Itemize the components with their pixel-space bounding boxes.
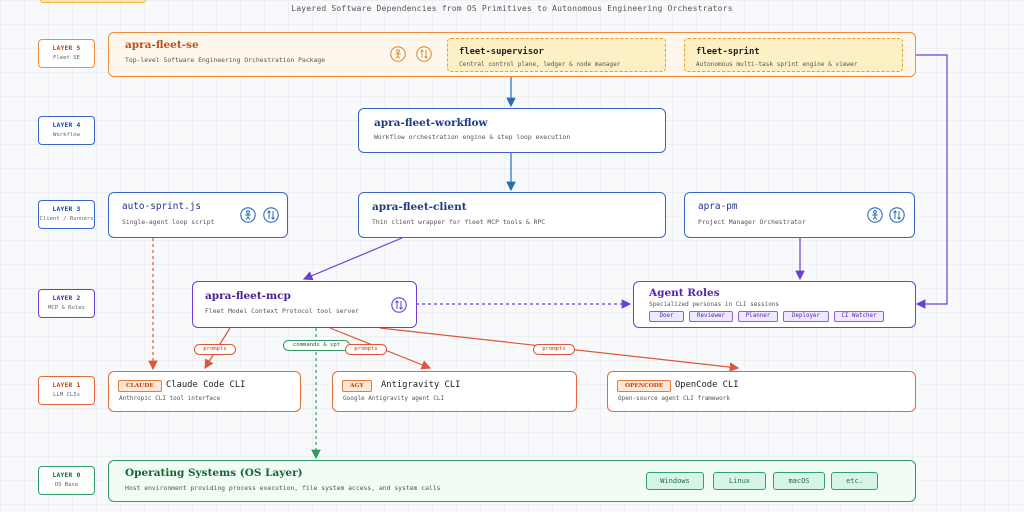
edge-sprint-roles	[866, 54, 948, 309]
swap-icon	[263, 207, 279, 223]
layer-badge-4: LAYER 4 Workflow	[38, 116, 95, 145]
node-title: apra-fleet-workflow	[374, 117, 488, 129]
subnode-fleet-supervisor[interactable]: fleet-supervisor Central control plane, …	[447, 38, 666, 72]
layer-badge-5: LAYER 5 Fleet SE	[38, 39, 95, 68]
node-antigravity-cli[interactable]: AGY Antigravity CLI Google Antigravity a…	[332, 371, 577, 412]
node-desc: Workflow orchestration engine & step loo…	[374, 133, 571, 141]
edge-label-prompts: prompts	[533, 344, 575, 355]
layer-sublabel: Client / Runners	[39, 216, 94, 222]
role-chip-planner[interactable]: Planner	[738, 311, 778, 322]
os-chip-windows[interactable]: Windows	[646, 472, 704, 490]
layer-sublabel: MCP & Roles	[47, 305, 86, 311]
subnode-title: fleet-supervisor	[459, 47, 544, 57]
cli-tag: OPENCODE	[617, 380, 672, 392]
role-chip-ci-watcher[interactable]: CI Watcher	[834, 311, 884, 322]
layer-label: LAYER 4	[52, 122, 81, 129]
subnode-title: fleet-sprint	[696, 47, 760, 57]
os-chip-linux[interactable]: Linux	[713, 472, 766, 490]
node-apra-fleet-workflow[interactable]: apra-fleet-workflow Workflow orchestrati…	[358, 108, 666, 153]
node-title: apra-fleet-client	[372, 201, 467, 213]
node-title: Operating Systems (OS Layer)	[125, 467, 303, 479]
node-title: Antigravity CLI	[381, 380, 461, 390]
layer-badge-3: LAYER 3 Client / Runners	[38, 200, 95, 229]
edge-label-commands: commands & spt	[283, 340, 350, 351]
node-apra-pm[interactable]: apra-pm Project Manager Orchestrator	[684, 192, 915, 238]
role-chip-doer[interactable]: Doer	[649, 311, 684, 322]
node-apra-fleet-se[interactable]: apra-fleet-se Top-level Software Enginee…	[108, 32, 916, 77]
person-icon	[240, 207, 256, 223]
node-title: apra-fleet-se	[125, 39, 199, 51]
os-chip-etc[interactable]: etc.	[831, 472, 878, 490]
layer-label: LAYER 0	[52, 472, 81, 479]
layer-sublabel: LLM CLIs	[53, 392, 80, 398]
swap-icon	[391, 297, 407, 313]
swap-icon	[889, 207, 905, 223]
diagram-title: Layered Software Dependencies from OS Pr…	[291, 4, 733, 13]
node-auto-sprint[interactable]: auto-sprint.js Single-agent loop script	[108, 192, 288, 238]
edge-client-mcp	[302, 237, 403, 281]
role-chip-deployer[interactable]: Deployer	[783, 311, 829, 322]
cli-tag: CLAUDE	[118, 380, 162, 392]
layer-label: LAYER 3	[52, 206, 81, 213]
layer-sublabel: Fleet SE	[53, 55, 80, 61]
person-icon	[867, 207, 883, 223]
layer-label: LAYER 5	[52, 45, 81, 52]
node-apra-fleet-client[interactable]: apra-fleet-client Thin client wrapper fo…	[358, 192, 666, 238]
role-chip-reviewer[interactable]: Reviewer	[689, 311, 733, 322]
subnode-desc: Autonomous multi-task sprint engine & vi…	[696, 61, 858, 68]
node-desc: Host environment providing process execu…	[125, 484, 441, 492]
layer-sublabel: Workflow	[53, 132, 80, 138]
node-title: OpenCode CLI	[675, 380, 739, 390]
node-title: Claude Code CLI	[166, 380, 246, 390]
layer-badge-1: LAYER 1 LLM CLIs	[38, 376, 95, 405]
top-tab-decoration	[40, 0, 146, 3]
node-desc: Thin client wrapper for fleet MCP tools …	[372, 218, 546, 226]
node-title: Agent Roles	[649, 287, 720, 299]
node-desc: Specialized personas in CLI sessions	[649, 301, 780, 308]
node-desc: Project Manager Orchestrator	[698, 218, 806, 226]
node-desc: Top-level Software Engineering Orchestra…	[125, 56, 326, 64]
node-desc: Fleet Model Context Protocol tool server	[205, 307, 359, 315]
node-desc: Google Antigravity agent CLI	[343, 395, 445, 402]
layer-badge-2: LAYER 2 MCP & Roles	[38, 289, 95, 318]
layer-label: LAYER 2	[52, 295, 81, 302]
swap-icon	[416, 46, 432, 62]
edge-label-prompts: prompts	[345, 344, 387, 355]
node-desc: Anthropic CLI tool interface	[119, 395, 221, 402]
subnode-fleet-sprint[interactable]: fleet-sprint Autonomous multi-task sprin…	[684, 38, 903, 72]
node-opencode-cli[interactable]: OPENCODE OpenCode CLI Open-source agent …	[607, 371, 916, 412]
person-icon	[390, 46, 406, 62]
layer-badge-0: LAYER 0 OS Base	[38, 466, 95, 495]
node-apra-fleet-mcp[interactable]: apra-fleet-mcp Fleet Model Context Proto…	[192, 281, 417, 328]
node-title: apra-pm	[698, 201, 738, 212]
os-chip-macos[interactable]: macOS	[773, 472, 825, 490]
layer-sublabel: OS Base	[54, 482, 79, 488]
node-title: auto-sprint.js	[122, 201, 202, 212]
node-title: apra-fleet-mcp	[205, 290, 291, 302]
node-operating-systems[interactable]: Operating Systems (OS Layer) Host enviro…	[108, 460, 916, 502]
edge-label-prompts: prompts	[194, 344, 236, 355]
node-desc: Single-agent loop script	[122, 218, 215, 226]
node-agent-roles[interactable]: Agent Roles Specialized personas in CLI …	[633, 281, 916, 328]
role-chip-list: Doer Reviewer Planner Deployer CI Watche…	[649, 311, 884, 322]
layer-label: LAYER 1	[52, 382, 81, 389]
cli-tag: AGY	[342, 380, 372, 392]
node-claude-code-cli[interactable]: CLAUDE Claude Code CLI Anthropic CLI too…	[108, 371, 301, 412]
subnode-desc: Central control plane, ledger & node man…	[459, 61, 621, 68]
node-desc: Open-source agent CLI framework	[618, 395, 730, 402]
